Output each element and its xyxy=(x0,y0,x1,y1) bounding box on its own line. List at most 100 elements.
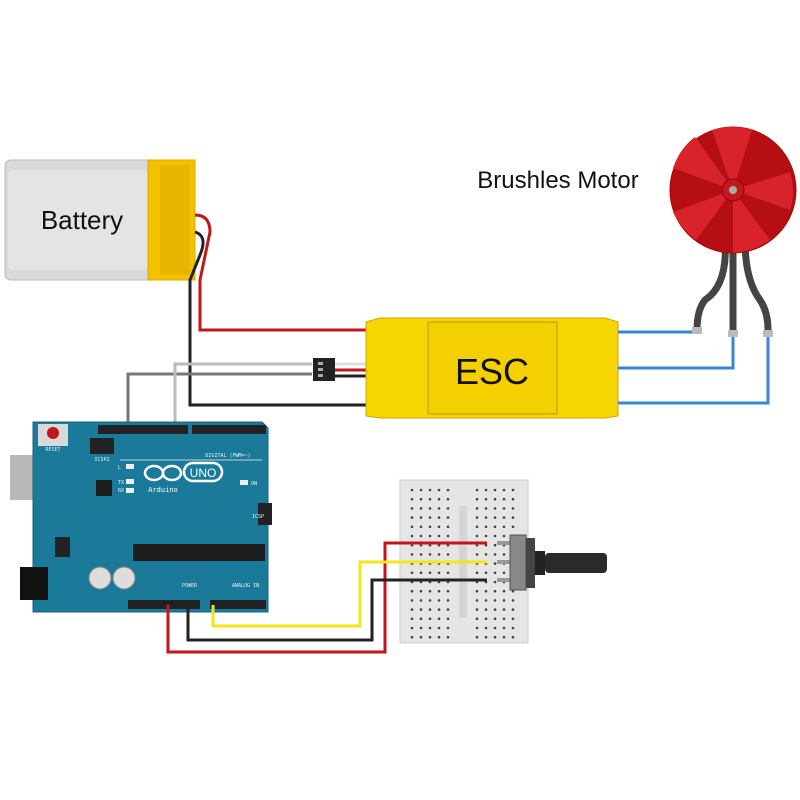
esc: ESC xyxy=(365,317,619,419)
breadboard-hole xyxy=(428,525,432,529)
breadboard-hole xyxy=(502,507,506,510)
breadboard-hole xyxy=(446,507,450,510)
led-rx-label: RX xyxy=(118,488,124,494)
breadboard-hole xyxy=(475,608,479,611)
breadboard-hole xyxy=(484,608,488,611)
esc-label: ESC xyxy=(455,351,529,392)
reset-button[interactable] xyxy=(47,427,59,439)
breadboard-hole xyxy=(484,599,488,602)
potentiometer xyxy=(497,534,607,591)
breadboard-hole xyxy=(475,488,479,492)
breadboard-hole xyxy=(502,488,506,492)
breadboard-hole xyxy=(428,635,432,639)
breadboard-hole xyxy=(493,525,497,529)
breadboard-hole xyxy=(484,617,488,621)
icsp-label: ICSP xyxy=(252,514,264,520)
breadboard-hole xyxy=(410,525,414,529)
breadboard-hole xyxy=(511,507,515,510)
breadboard-hole xyxy=(410,488,414,492)
breadboard-hole xyxy=(419,635,423,639)
breadboard-hole xyxy=(484,589,488,593)
breadboard-hole xyxy=(502,635,506,639)
breadboard-hole xyxy=(511,516,515,519)
breadboard-hole xyxy=(484,635,488,639)
breadboard-hole xyxy=(446,571,450,575)
power-header xyxy=(128,600,200,609)
breadboard-hole xyxy=(419,497,423,501)
signal-white-wire xyxy=(173,362,312,432)
arduino-logo xyxy=(143,461,224,483)
breadboard-hole xyxy=(493,497,497,501)
breadboard-hole xyxy=(410,571,414,575)
breadboard-hole xyxy=(511,617,515,621)
breadboard-hole xyxy=(502,553,506,556)
breadboard-hole xyxy=(511,635,515,639)
breadboard-hole xyxy=(410,507,414,510)
breadboard-hole xyxy=(484,516,488,519)
breadboard-hole xyxy=(484,571,488,575)
breadboard-hole xyxy=(475,497,479,501)
breadboard-hole xyxy=(493,580,497,584)
breadboard-hole xyxy=(428,626,432,630)
uno-logo-text: UNO xyxy=(190,466,217,480)
breadboard-hole xyxy=(446,497,450,501)
breadboard-hole xyxy=(428,617,432,621)
breadboard-hole xyxy=(437,599,441,602)
breadboard-hole xyxy=(437,626,441,630)
breadboard-hole xyxy=(437,516,441,519)
breadboard-hole xyxy=(446,534,450,538)
breadboard-hole xyxy=(410,599,414,602)
breadboard-hole xyxy=(493,562,497,565)
digital-header-right xyxy=(192,425,266,434)
breadboard-hole xyxy=(502,525,506,529)
breadboard-hole xyxy=(428,507,432,510)
breadboard-hole xyxy=(502,608,506,611)
breadboard-hole xyxy=(437,507,441,510)
breadboard-hole xyxy=(475,571,479,575)
breadboard-hole xyxy=(410,608,414,611)
battery-label: Battery xyxy=(41,205,123,235)
breadboard-hole xyxy=(493,516,497,519)
breadboard-hole xyxy=(428,589,432,593)
breadboard-hole xyxy=(410,534,414,538)
breadboard-hole xyxy=(446,608,450,611)
breadboard-hole xyxy=(428,599,432,602)
breadboard-hole xyxy=(484,543,488,547)
led-on-label: ON xyxy=(251,481,257,487)
breadboard-hole xyxy=(502,497,506,501)
breadboard-hole xyxy=(410,626,414,630)
breadboard-hole xyxy=(437,635,441,639)
breadboard-hole xyxy=(428,553,432,556)
breadboard-hole xyxy=(437,534,441,538)
motor-phase-wires xyxy=(618,330,770,405)
icsp2-label: ICSP2 xyxy=(94,457,109,463)
breadboard-hole xyxy=(511,525,515,529)
breadboard-hole xyxy=(446,589,450,593)
breadboard-hole xyxy=(419,599,423,602)
breadboard-hole xyxy=(484,534,488,538)
breadboard-hole xyxy=(475,589,479,593)
breadboard-hole xyxy=(493,553,497,556)
breadboard-hole xyxy=(419,516,423,519)
breadboard-hole xyxy=(419,525,423,529)
breadboard-hole xyxy=(484,488,488,492)
pot-knob[interactable] xyxy=(545,553,607,573)
breadboard-hole xyxy=(446,635,450,639)
digital-header-left xyxy=(98,425,188,434)
breadboard-hole xyxy=(446,516,450,519)
breadboard-hole xyxy=(419,571,423,575)
breadboard-hole xyxy=(410,617,414,621)
breadboard-hole xyxy=(502,534,506,538)
breadboard-hole xyxy=(475,525,479,529)
breadboard-hole xyxy=(493,635,497,639)
breadboard-hole xyxy=(437,571,441,575)
breadboard-hole xyxy=(410,516,414,519)
breadboard-hole xyxy=(475,543,479,547)
led-l xyxy=(126,464,134,469)
motor-label: Brushles Motor xyxy=(477,167,638,194)
breadboard-hole xyxy=(446,599,450,602)
pot-gnd-black-wire xyxy=(186,578,487,642)
breadboard-hole xyxy=(419,589,423,593)
breadboard-hole xyxy=(511,608,515,611)
